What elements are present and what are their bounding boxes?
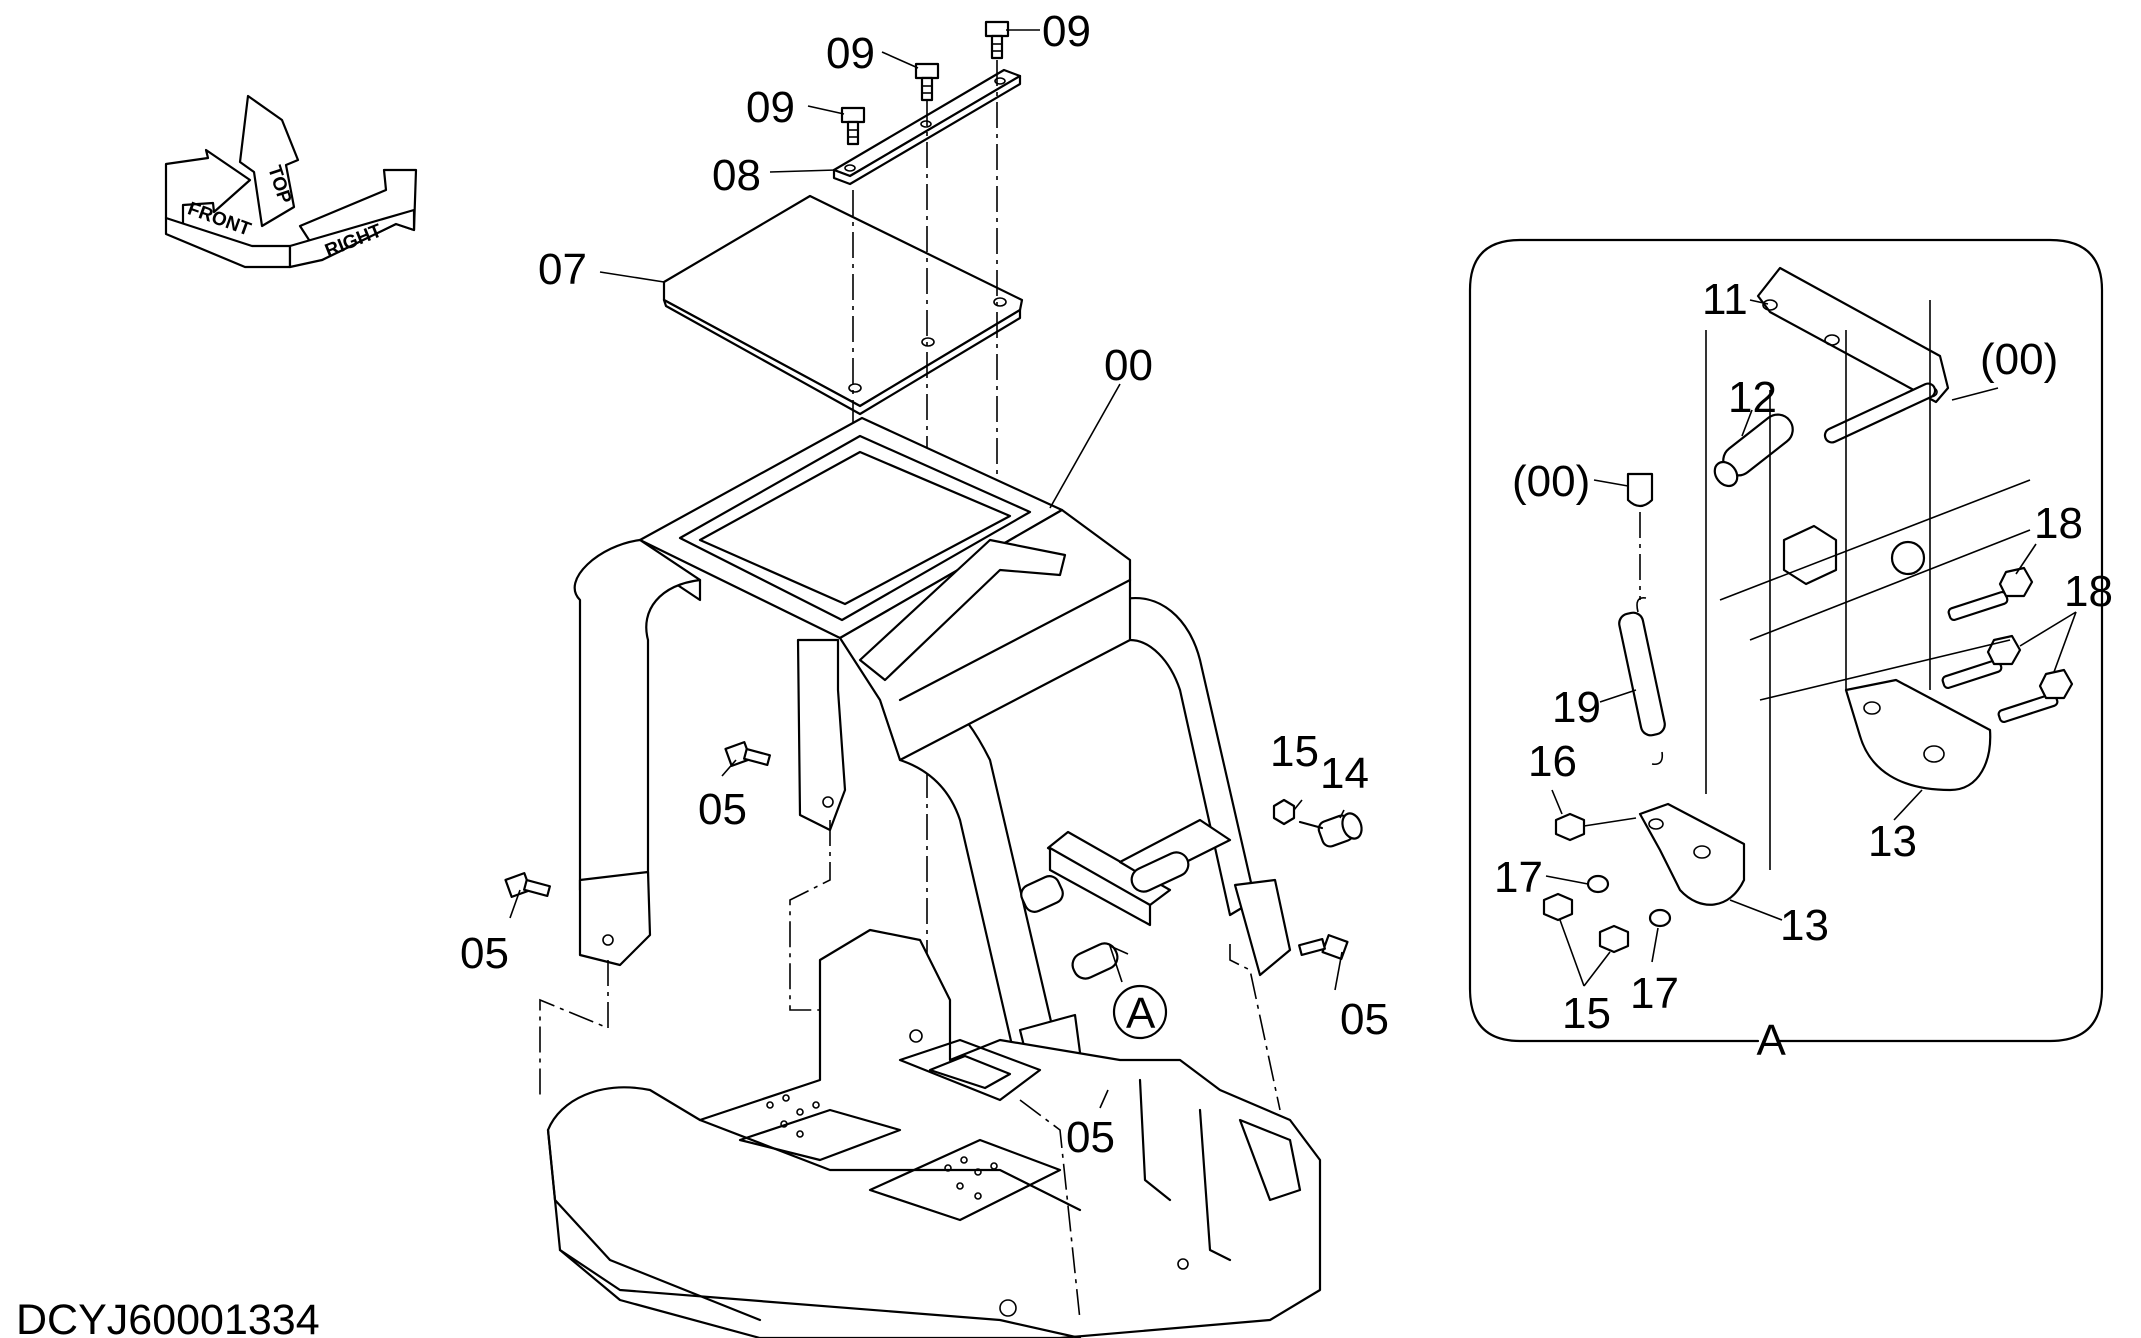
leader-line [1729,899,1783,921]
callout-16: 16 [1528,737,1577,786]
leader-line [1599,689,1637,703]
callout-17: 17 [1494,853,1543,902]
callout-07: 07 [538,245,587,294]
callout-00: (00) [1980,335,2058,384]
part-16-nut [1554,812,1586,842]
callout-13: 13 [1868,817,1917,866]
part-12-handle [1713,413,1794,488]
callout-11: 11 [1702,275,1748,324]
leader-lines [509,29,1345,1109]
callout-detail-a: A [1126,989,1156,1038]
callout-13: 13 [1780,901,1829,950]
leader-line [1893,789,1923,821]
part-15-nut [1598,924,1630,954]
leader-line [1749,299,1769,305]
leader-line [2015,543,2037,575]
detail-a-label: A [1757,1016,1787,1065]
alignment-line [789,820,831,1011]
base-hole-pattern [766,1094,998,1200]
latch-block [1782,524,1926,586]
callout-15: 15 [1562,989,1611,1038]
alignment-line [1719,479,2031,601]
alignment-line [1019,1099,1081,1321]
detail-a-panel: A [1468,238,2113,1065]
callout-18: 18 [2034,499,2083,548]
main-callouts: 09 09 09 08 07 00 05 05 05 05 15 14 A [460,7,1389,1162]
callout-00: 00 [1104,341,1153,390]
callout-08: 08 [712,151,761,200]
bolt-05-left [504,872,551,898]
callout-15: 15 [1270,727,1319,776]
part-13-clamp [1844,678,1992,792]
alignment-line [539,960,609,1100]
leader-line [1951,387,1999,401]
callout-18: 18 [2064,567,2113,616]
leader-line [1545,875,1589,885]
part-18-bolt [1941,634,2022,690]
alignment-line [1759,639,2011,701]
leader-line [2019,611,2077,647]
part-11-bracket [1756,266,1950,444]
part-13-clamp [1638,802,1746,906]
bolt-09-left [840,106,866,146]
callout-09: 09 [746,83,795,132]
detail-a-reference-circle [1112,984,1168,1040]
latch-assembly [1020,818,1232,980]
bolt-05-right [1298,934,1349,960]
callout-12: 12 [1728,373,1777,422]
drawing-number: DCYJ60001334 [16,1296,320,1338]
callout-14: 14 [1320,749,1369,798]
alignment-line [1749,529,2031,641]
callout-00: (00) [1512,457,1590,506]
alignment-line [1583,817,1637,827]
callout-05: 05 [1066,1113,1115,1162]
callout-05: 05 [698,785,747,834]
cover-plate-07 [662,194,1024,416]
callout-05: 05 [1340,995,1389,1044]
part-14-knob [1298,812,1363,848]
part-17-washer [1648,908,1672,928]
callout-05: 05 [460,929,509,978]
leader-line [1559,919,1611,987]
callout-09: 09 [1042,7,1091,56]
part-15-nut [1272,798,1296,826]
bolt-09-right [984,20,1010,60]
callout-19: 19 [1552,683,1601,732]
leader-line [1651,927,1659,963]
callout-09: 09 [826,29,875,78]
part-15-nut [1542,892,1574,922]
bolt-05-center [724,741,771,767]
bolt-09-middle [914,62,940,102]
part-18-bolt [1947,566,2034,622]
part-18-bolt [1997,668,2074,724]
leader-line [1741,409,1753,437]
alignment-line [1229,944,1281,1111]
leader-line [2053,611,2077,673]
part-19-spring [1618,596,1666,766]
machine-base-body [546,928,1322,1338]
leader-line [1593,479,1629,487]
orientation-indicator: FRONT TOP RIGHT [164,94,418,269]
part-17-washer [1586,874,1610,894]
callout-17: 17 [1630,969,1679,1018]
leader-line [1551,789,1563,815]
frame-hook-00 [1626,472,1654,508]
